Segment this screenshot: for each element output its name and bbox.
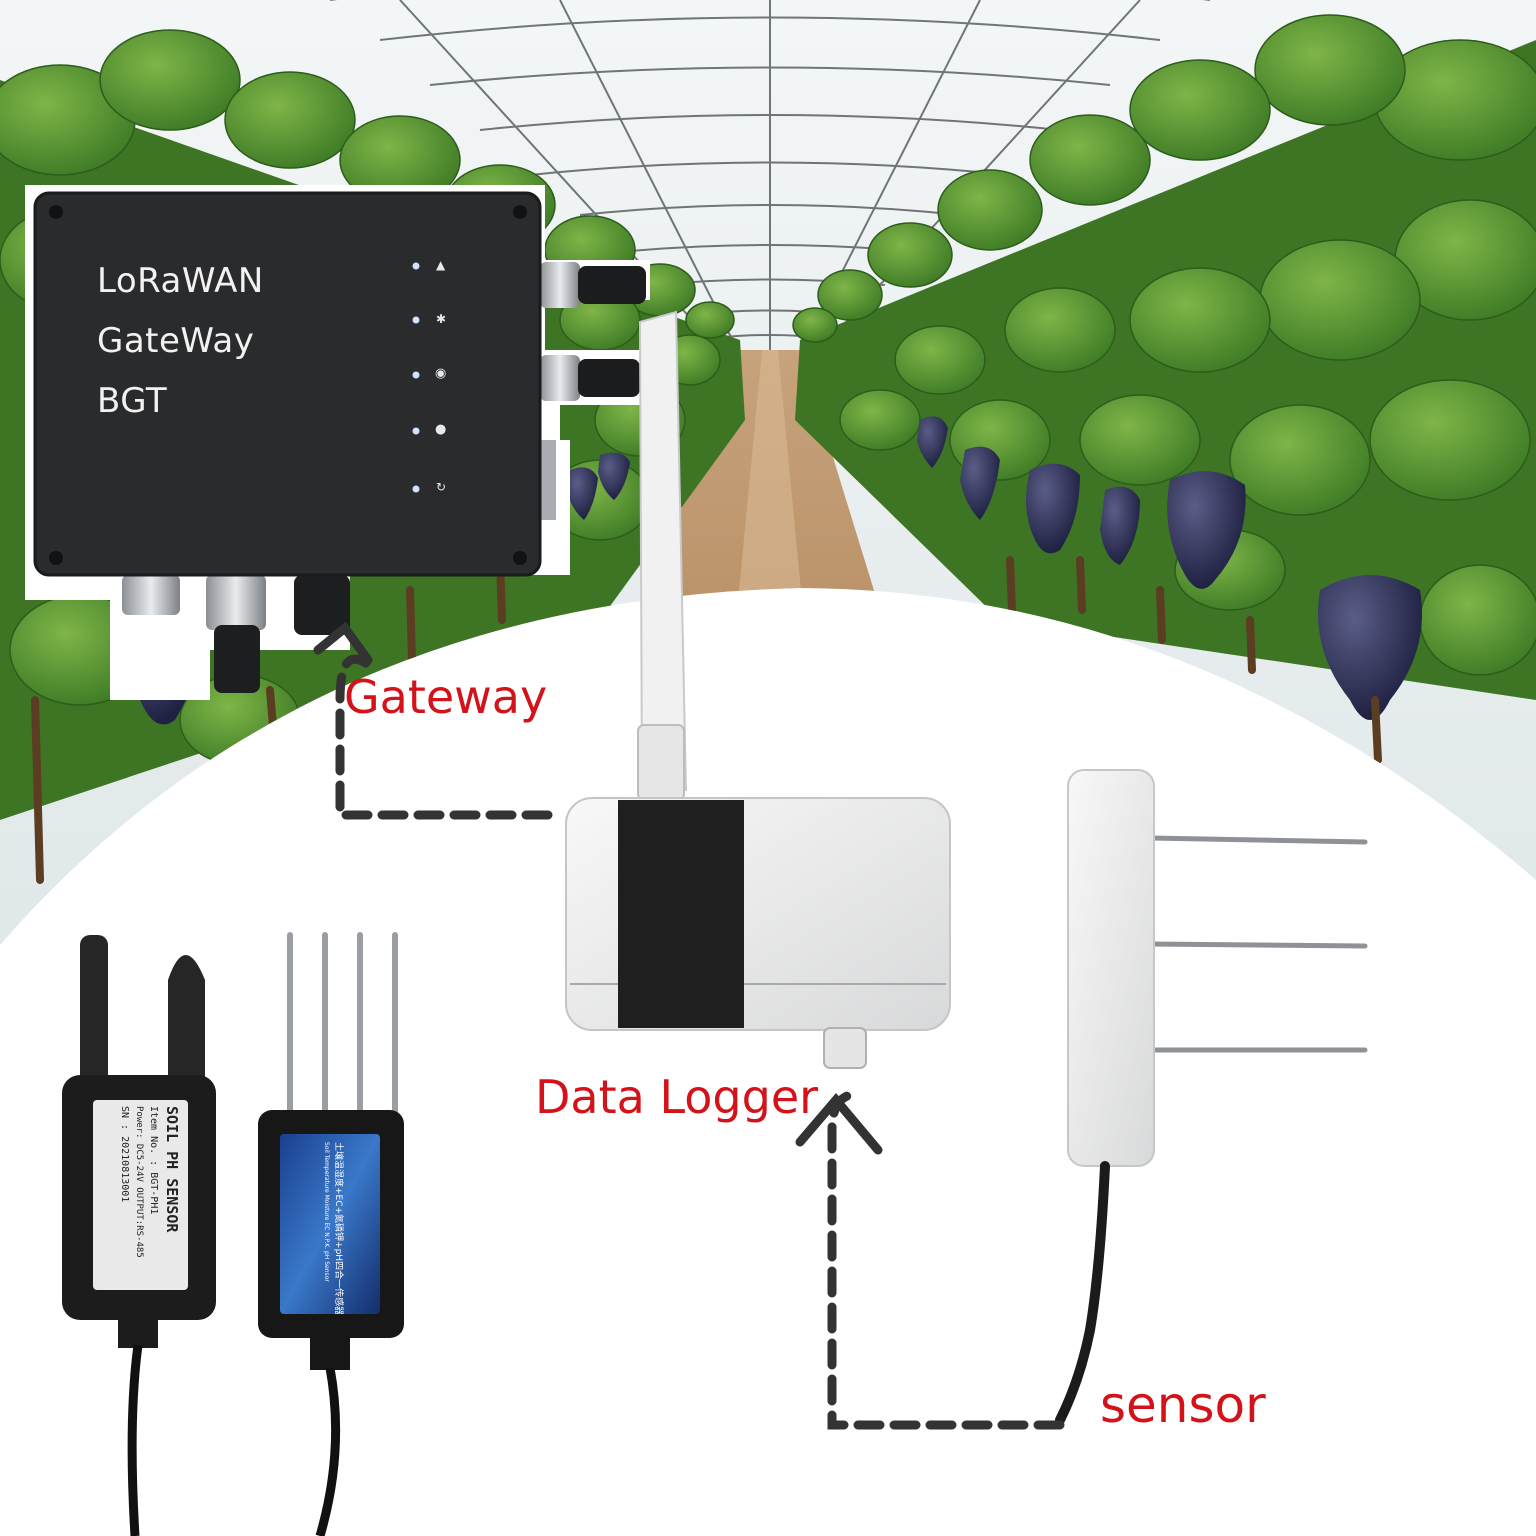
power-icon: ↻ xyxy=(436,480,447,494)
lorawan-gateway-device xyxy=(25,185,650,700)
ph-sensor-item: Item No. : BGT-PH1 xyxy=(148,1106,159,1215)
npk-sensor-chinese-label: 土壤温湿度+EC+氮磷钾+pH四合一传感器 xyxy=(333,1142,343,1314)
data-logger-device xyxy=(565,310,951,1069)
npk-sensor-english-label: Soil Temperature Moisture EC N.P.K. pH S… xyxy=(323,1142,330,1282)
ph-sensor-power: Power: DC5-24V OUTPUT:RS-485 xyxy=(134,1106,144,1258)
sensor-callout-label: sensor xyxy=(1100,1376,1266,1434)
signal-icon: ◉ xyxy=(435,366,447,381)
soil-ph-sensor xyxy=(62,935,216,1536)
npk-four-probe-sensor xyxy=(258,932,404,1536)
ph-sensor-title: SOIL PH SENSOR xyxy=(163,1106,181,1233)
connection-lines xyxy=(335,654,1065,1430)
triangle-icon: ▲ xyxy=(436,258,446,272)
globe-icon: ● xyxy=(435,422,447,437)
bluetooth-icon: ✱ xyxy=(436,312,447,326)
npk-sensor-sticker: 土壤温湿度+EC+氮磷钾+pH四合一传感器 Soil Temperature M… xyxy=(280,1134,380,1314)
three-probe-soil-sensor xyxy=(1055,769,1368,1425)
data-logger-callout-label: Data Logger xyxy=(535,1070,819,1124)
arrow-heads xyxy=(313,621,883,1155)
gateway-callout-label: Gateway xyxy=(344,670,548,724)
gateway-label-brand: BGT xyxy=(97,381,168,421)
ph-sensor-sticker: SOIL PH SENSOR Item No. : BGT-PH1 Power:… xyxy=(93,1100,188,1290)
gateway-label-lorawan: LoRaWAN xyxy=(97,261,264,301)
gateway-label-gateway: GateWay xyxy=(97,321,255,361)
ph-sensor-sn: SN : 20210813001 xyxy=(119,1106,130,1203)
